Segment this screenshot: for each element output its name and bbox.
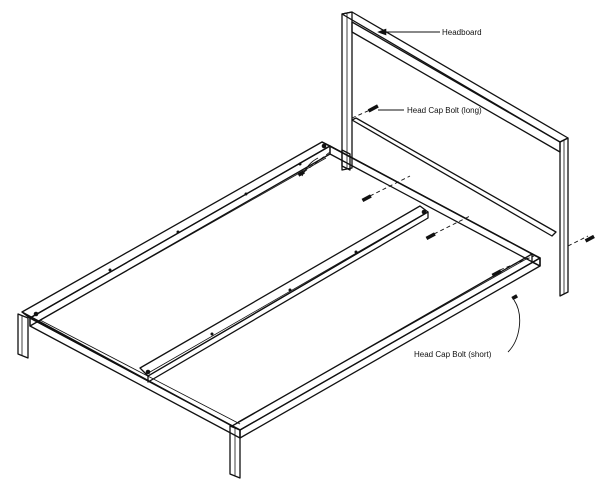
head-cross-rail — [321, 141, 541, 267]
bolt-long-top — [351, 104, 379, 119]
headboard-right-post — [559, 137, 569, 297]
head-leg-left — [341, 149, 351, 171]
headboard-lower-rail — [351, 117, 557, 237]
foot-rail-ledge — [39, 319, 241, 425]
head-cap-bolt-long-label: Head Cap Bolt (long) — [407, 106, 482, 115]
bolt-middle-left — [361, 175, 411, 203]
center-support-rail — [139, 205, 429, 383]
foot-left-leg — [17, 313, 29, 359]
bolt-short-leader — [507, 299, 521, 353]
far-side-rail — [21, 141, 331, 327]
foot-right-leg — [229, 425, 241, 479]
near-rail-ledge — [237, 257, 529, 423]
bolt-left — [297, 151, 331, 177]
headboard-top-rail-face — [351, 21, 561, 153]
foot-rail — [21, 311, 241, 439]
bolt-middle — [425, 215, 471, 241]
head-cap-bolt-short-label: Head Cap Bolt (short) — [414, 350, 492, 359]
rivets — [33, 143, 427, 375]
bolt-head-rail — [491, 255, 535, 278]
near-side-rail — [231, 253, 541, 439]
far-rail-ledge — [39, 157, 327, 321]
headboard — [341, 11, 569, 297]
headboard-label: Headboard — [442, 28, 482, 37]
bolt-right-edge — [567, 234, 595, 247]
bolt-short — [507, 294, 521, 353]
